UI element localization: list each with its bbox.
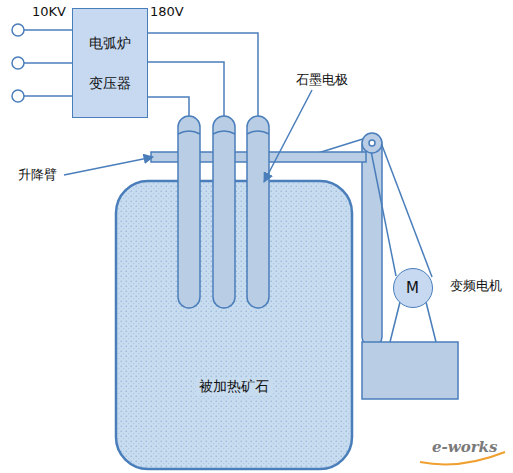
watermark: e-works: [432, 438, 497, 456]
transformer-box-text: 电弧炉: [89, 35, 131, 52]
part-label: 升降臂: [18, 167, 57, 183]
transformer-box: 电弧炉变压器: [72, 8, 148, 118]
motor-circle-text: 变频电机: [450, 278, 502, 294]
arm-leader: [64, 157, 153, 175]
electrode-leader: [264, 90, 312, 182]
voltage-label: 180V: [150, 4, 184, 20]
motor-circle-text: M: [406, 279, 419, 297]
graphite-electrodes: [178, 116, 269, 308]
part-label: 石墨电极: [296, 72, 348, 88]
motor-circle: M变频电机: [393, 268, 433, 308]
ore-vessel-text: 被加热矿石: [196, 377, 272, 396]
voltage-label: 10KV: [32, 4, 66, 20]
ore-vessel: 被加热矿石: [116, 181, 352, 469]
output-wires: [148, 33, 258, 118]
lift-mechanism: [318, 133, 458, 399]
transformer-box-text: 变压器: [89, 75, 131, 92]
input-terminals: [12, 24, 72, 102]
